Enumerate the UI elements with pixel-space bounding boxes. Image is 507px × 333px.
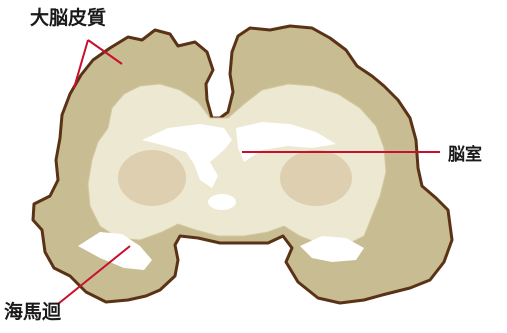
left-deep-nucleus <box>118 150 186 206</box>
right-deep-nucleus <box>280 150 352 206</box>
hippocampus-label: 海馬迴 <box>4 303 61 322</box>
cerebral-cortex-label: 大脳皮質 <box>30 9 106 28</box>
ventricle-label: 脳室 <box>448 147 482 164</box>
third-ventricle <box>208 194 236 210</box>
